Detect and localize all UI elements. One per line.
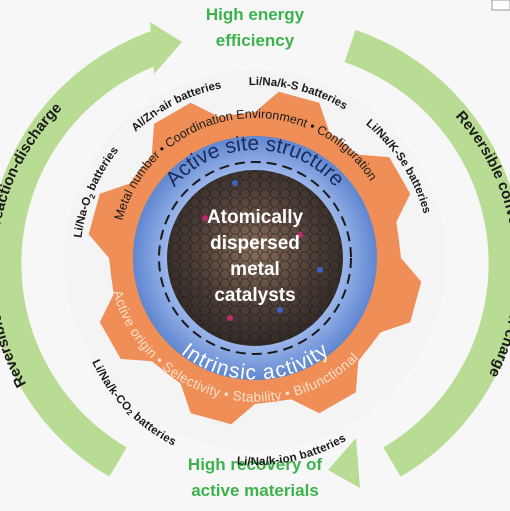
corner-frame bbox=[491, 0, 510, 11]
title-bottom-line2: active materials bbox=[191, 481, 319, 500]
center-line2: dispersed bbox=[210, 233, 300, 254]
title-bottom-line1: High recovery of bbox=[188, 455, 322, 474]
gear-term-stability: Stability bbox=[232, 387, 283, 404]
right-green-arrow bbox=[328, 29, 510, 488]
title-top-line2: efficiency bbox=[216, 31, 295, 50]
center-line1: Atomically bbox=[207, 207, 304, 228]
title-top-line1: High energy bbox=[206, 5, 305, 24]
catalyst-lattice-image bbox=[167, 170, 343, 346]
center-line4: catalysts bbox=[214, 285, 295, 306]
left-green-arrow bbox=[0, 22, 182, 477]
center-line3: metal bbox=[230, 259, 280, 280]
dashed-ring bbox=[158, 161, 352, 355]
